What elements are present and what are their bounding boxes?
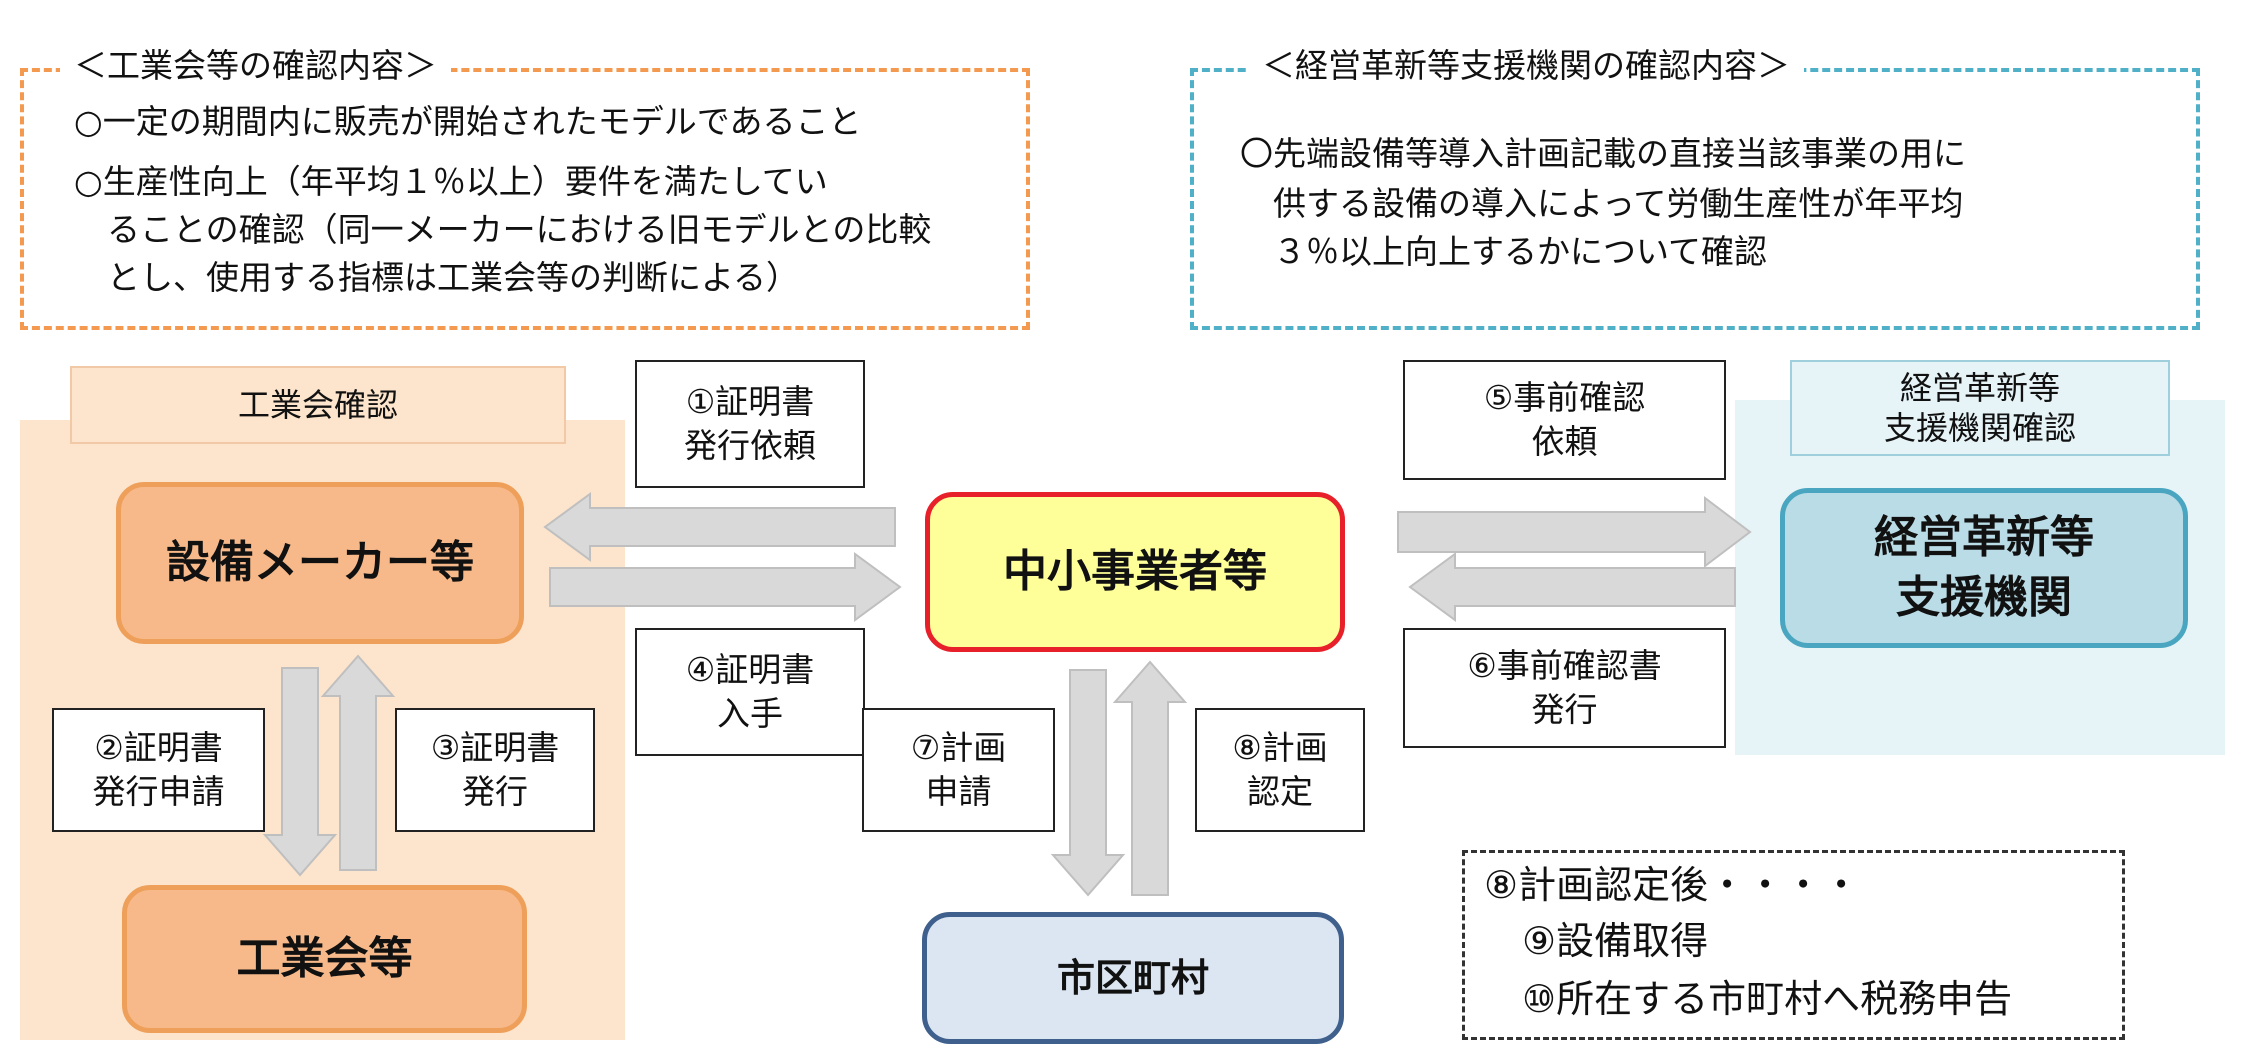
step-1-label: ①証明書 発行依頼 [635, 360, 865, 488]
arrow-plan-application [1050, 669, 1126, 897]
step-8-label: ⑧計画 認定 [1195, 708, 1365, 832]
industry-check-line: ○生産性向上（年平均１％以上）要件を満たしてい [74, 162, 828, 201]
industry-check-line: ○一定の期間内に販売が開始されたモデルであること [74, 102, 862, 141]
step-3-label: ③証明書 発行 [395, 708, 595, 832]
arrow-plan-approval [1112, 660, 1188, 896]
arrow-apply-to-association [262, 667, 338, 877]
industry-association-node: 工業会等 [122, 885, 527, 1033]
step-4-label: ④証明書 入手 [635, 628, 865, 756]
sme-node: 中小事業者等 [925, 492, 1345, 652]
step-5-label: ⑤事前確認 依頼 [1403, 360, 1726, 480]
support-check-line: 供する設備の導入によって労働生産性が年平均 [1240, 184, 1964, 223]
step-2-label: ②証明書 発行申請 [52, 708, 265, 832]
industry-check-title: ＜工業会等の確認内容＞ [60, 46, 451, 86]
support-check-line: 〇先端設備等導入計画記載の直接当該事業の用に [1240, 134, 1966, 173]
arrow-request-to-support [1397, 495, 1752, 569]
support-organization-node: 経営革新等 支援機関 [1780, 488, 2188, 648]
support-panel-label: 経営革新等 支援機関確認 [1790, 360, 2170, 456]
equipment-maker-node: 設備メーカー等 [116, 482, 524, 644]
municipality-node: 市区町村 [922, 912, 1344, 1044]
step-6-label: ⑥事前確認書 発行 [1403, 628, 1726, 748]
support-check-line: ３％以上向上するかについて確認 [1240, 232, 1768, 271]
support-check-title: ＜経営革新等支援機関の確認内容＞ [1248, 46, 1804, 86]
arrow-request-to-maker [543, 492, 896, 562]
industry-check-box [20, 68, 1030, 330]
industry-check-line: ることの確認（同一メーカーにおける旧モデルとの比較 [74, 210, 932, 249]
note-line: ⑧計画認定後・・・・ [1484, 863, 1861, 907]
industry-check-line: とし、使用する指標は工業会等の判断による） [74, 258, 800, 297]
arrow-issue-to-maker [320, 654, 396, 871]
post-approval-note [1462, 850, 2125, 1040]
arrow-issue-to-sme [1408, 552, 1736, 622]
step-7-label: ⑦計画 申請 [862, 708, 1055, 832]
note-line: ⑨設備取得 [1484, 919, 1709, 963]
industry-panel-label: 工業会確認 [70, 366, 566, 444]
arrow-certificate-to-sme [549, 552, 902, 622]
note-line: ⑩所在する市町村へ税務申告 [1484, 977, 2013, 1021]
